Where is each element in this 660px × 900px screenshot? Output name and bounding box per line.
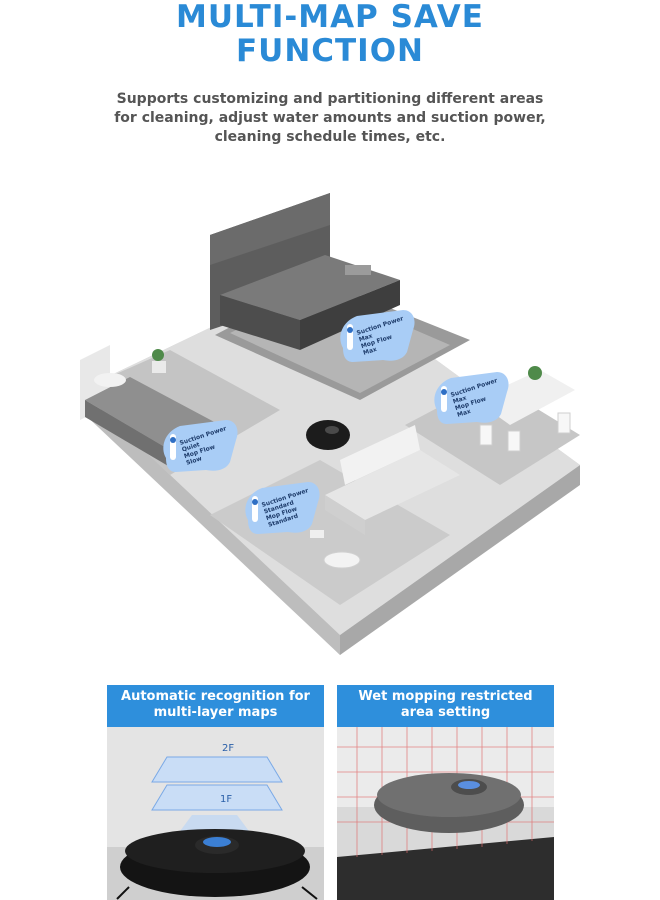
sofa-back	[340, 425, 420, 485]
feature-panel-title-line-1: Wet mopping restricted	[358, 689, 533, 704]
feature-panel-title-line-2: area setting	[400, 705, 491, 720]
card-shape	[163, 420, 238, 472]
bed-pillow	[94, 373, 126, 387]
kitchen-counter-front	[220, 295, 300, 350]
robot-vacuum	[306, 420, 350, 450]
map-layer-lower	[151, 784, 283, 811]
subtitle-line-3: cleaning schedule times, etc.	[214, 129, 446, 145]
dining-plant	[528, 366, 542, 380]
robot-lidar	[325, 426, 339, 434]
map-layer-upper	[151, 756, 283, 783]
subtitle-line-2: for cleaning, adjust water amounts and s…	[114, 110, 546, 126]
bedroom-nightstand	[152, 361, 166, 373]
kitchen-counter-side	[300, 280, 400, 350]
restricted-area-illustration	[337, 727, 554, 900]
carpet-area	[337, 837, 554, 900]
feature-panel-restricted-area: Wet mopping restricted area setting	[337, 685, 554, 900]
robot-top	[377, 773, 521, 817]
bed-side	[85, 400, 175, 470]
feature-panel-title-line-1: Automatic recognition for	[121, 689, 310, 704]
side-table	[310, 530, 324, 538]
kitchen-sink	[345, 265, 371, 275]
dining-chair-1	[479, 424, 493, 446]
dining-chair-3	[557, 412, 571, 434]
card-shape	[340, 310, 415, 362]
title-line-1: MULTI-MAP SAVE	[176, 0, 484, 35]
robot-lidar-light	[458, 781, 480, 789]
feature-panel-multilayer: Automatic recognition for multi-layer ma…	[107, 685, 324, 900]
feature-panel-header: Automatic recognition for multi-layer ma…	[107, 685, 324, 727]
sofa-front	[325, 495, 365, 535]
card-shape	[434, 372, 509, 424]
floor-plan-illustration	[80, 193, 580, 655]
floor-slab-edge-left	[80, 390, 340, 655]
room-card-dining: Suction Power Max Mop Flow Max	[427, 370, 511, 428]
feature-panel-title-line-2: multi-layer maps	[153, 705, 278, 720]
room-card-living: Suction Power Standard Mop Flow Standard	[238, 480, 322, 538]
bedroom-plant	[152, 349, 164, 361]
floor-label-1f: 1F	[220, 794, 232, 805]
page-subtitle: Supports customizing and partitioning di…	[60, 90, 600, 147]
dining-chair-2	[507, 430, 521, 452]
sofa-seat	[325, 450, 460, 520]
room-card-kitchen: Suction Power Max Mop Flow Max	[333, 308, 417, 366]
title-line-2: FUNCTION	[235, 33, 425, 69]
floor-label-2f: 2F	[222, 743, 234, 754]
multilayer-map-illustration: 2F 1F	[107, 727, 324, 900]
card-shape	[245, 482, 320, 534]
robot-lidar-light	[203, 837, 231, 847]
subtitle-line-1: Supports customizing and partitioning di…	[116, 91, 544, 107]
page-title: MULTI-MAP SAVE FUNCTION	[0, 0, 660, 68]
coffee-table	[323, 551, 361, 569]
floor-surface	[80, 275, 580, 635]
floor-slab-edge-right	[340, 465, 580, 655]
kitchen-upper-cabinet	[210, 193, 330, 265]
feature-panel-header: Wet mopping restricted area setting	[337, 685, 554, 727]
room-card-bedroom: Suction Power Quiet Mop Flow Slow	[156, 418, 240, 476]
